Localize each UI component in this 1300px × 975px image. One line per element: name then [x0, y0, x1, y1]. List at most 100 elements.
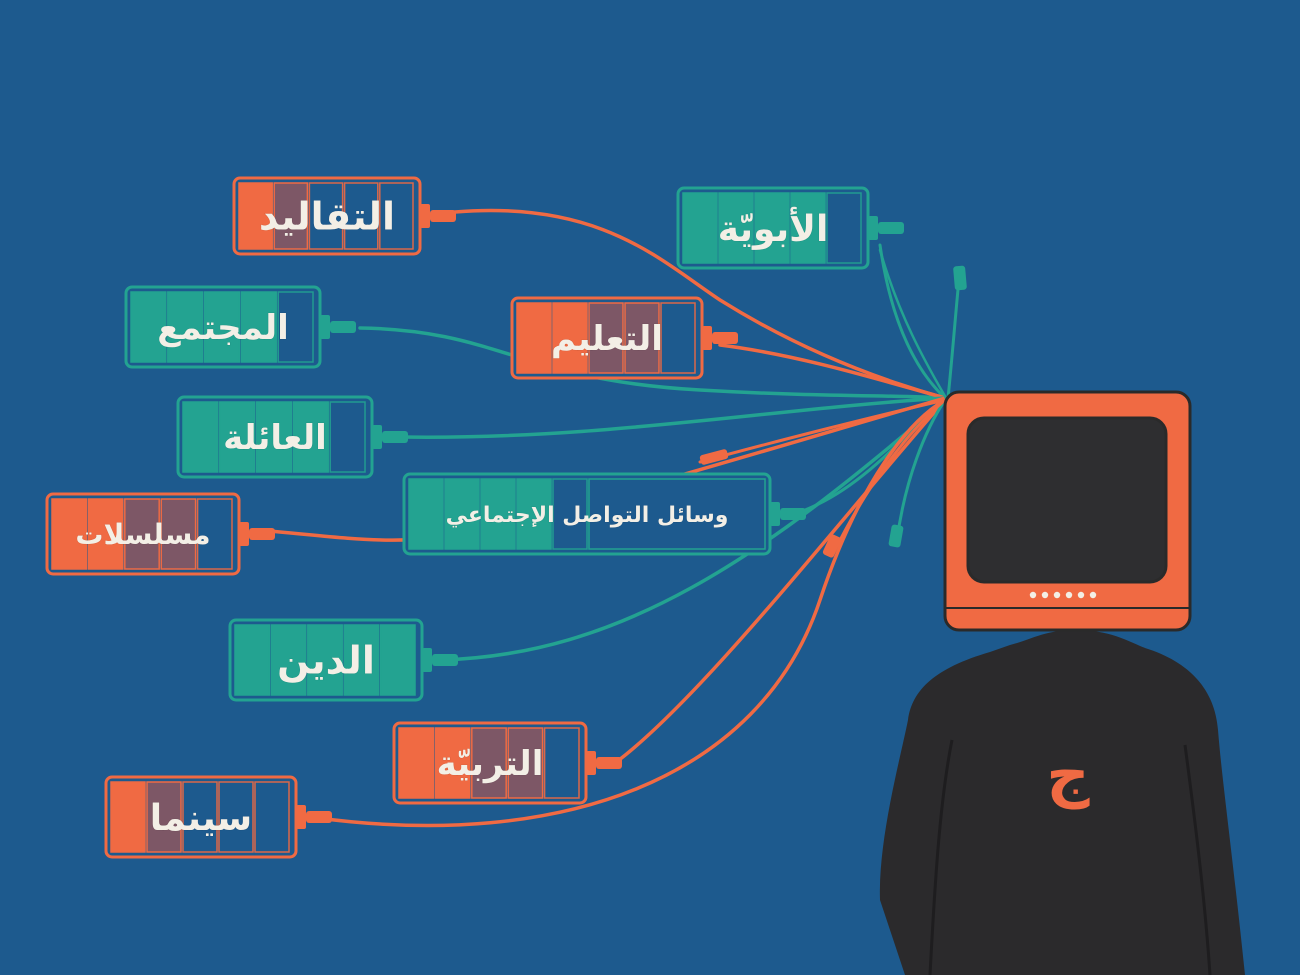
battery-cell: [167, 291, 204, 363]
battery-cell: [307, 624, 343, 696]
battery-terminal: [586, 751, 596, 775]
battery-cell: [480, 478, 516, 550]
battery-cell: [273, 182, 309, 250]
battery-cell: [218, 781, 254, 853]
battery-label: التعليم: [551, 319, 663, 359]
battery-society: المجتمع: [124, 285, 356, 369]
battery-terminal: [420, 204, 430, 228]
battery-label: وسائل التواصل الإجتماعي: [446, 503, 729, 528]
battery-cell: [588, 478, 766, 550]
battery-plug: [330, 321, 356, 333]
battery-cell: [51, 498, 88, 570]
battery-label: الدين: [277, 639, 375, 683]
battery-cell: [408, 478, 444, 550]
cable-family: [398, 396, 947, 439]
battery-cell: [270, 624, 307, 696]
battery-family: العائلة: [176, 395, 408, 479]
battery-label: التقاليد: [259, 195, 395, 239]
battery-cell: [379, 182, 414, 250]
battery-cell: [182, 401, 219, 473]
battery-cell: [110, 781, 146, 853]
battery-terminal: [868, 216, 878, 240]
cables: [253, 208, 962, 828]
battery-plug: [306, 811, 332, 823]
battery-cell: [219, 401, 256, 473]
battery-cell: [398, 727, 435, 799]
tv-buttons: [1029, 591, 1097, 599]
battery-cell: [203, 291, 241, 363]
battery-terminal: [320, 315, 330, 339]
battery-cell: [254, 781, 290, 853]
cable-upbringing: [613, 398, 947, 765]
battery-traditions: التقاليد: [232, 176, 456, 256]
battery-cell: [308, 182, 344, 250]
body-silhouette: [879, 630, 1245, 975]
battery-cell: [471, 727, 507, 799]
battery-cell: [379, 624, 416, 696]
battery-terminal: [372, 425, 382, 449]
battery-cell: [87, 498, 124, 570]
battery-cell: [790, 192, 826, 264]
battery-plug: [712, 332, 738, 344]
battery-cell: [238, 182, 273, 250]
battery-cinema: سينما: [104, 775, 332, 859]
battery-cell: [329, 401, 366, 473]
battery-label: الأبويّة: [718, 206, 829, 250]
battery-cell: [130, 291, 167, 363]
battery-upbringing: التربيّة: [392, 721, 622, 805]
plug-end-2: [699, 449, 729, 465]
plug-end-1: [953, 265, 967, 291]
tv-screen: [966, 416, 1168, 584]
battery-cell: [718, 192, 754, 264]
battery-plug: [430, 210, 456, 222]
battery-cell: [146, 781, 182, 853]
battery-cell: [624, 302, 660, 374]
cable-education: [718, 343, 947, 400]
battery-cell: [124, 498, 160, 570]
battery-plug: [382, 431, 408, 443]
battery-plug: [780, 508, 806, 520]
cable-cinema: [316, 398, 947, 828]
battery-cell: [682, 192, 718, 264]
battery-cell: [660, 302, 696, 374]
battery-cell: [234, 624, 271, 696]
battery-plug: [596, 757, 622, 769]
battery-patriarchy: الأبويّة: [676, 186, 904, 270]
battery-cell: [516, 478, 552, 550]
plug-end-4: [822, 534, 842, 558]
battery-cell: [543, 727, 580, 799]
battery-cell: [516, 302, 552, 374]
battery-cell: [434, 727, 471, 799]
battery-terminal: [702, 326, 712, 350]
battery-terminal: [239, 522, 249, 546]
battery-cell: [754, 192, 790, 264]
cable-stub-5: [878, 248, 948, 400]
chest-logo: ج: [1046, 740, 1090, 810]
battery-cell: [343, 182, 379, 250]
battery-label: مسلسلات: [75, 518, 210, 551]
battery-education: التعليم: [510, 296, 738, 380]
battery-terminal: [296, 805, 306, 829]
battery-label: المجتمع: [157, 308, 289, 348]
battery-cell: [826, 192, 862, 264]
arm-line-left: [928, 739, 954, 975]
cable-stub-3: [895, 398, 947, 542]
battery-terminal: [422, 648, 432, 672]
battery-cell: [552, 478, 588, 550]
battery-religion: الدين: [228, 618, 458, 702]
batteries: التقاليد الأبويّة المجتمع التعليم العائلة وسا…: [45, 176, 904, 859]
cable-stub-4: [833, 398, 947, 552]
plug-end-3: [888, 524, 904, 548]
battery-plug: [432, 654, 458, 666]
cable-society: [358, 326, 947, 400]
battery-cell: [160, 498, 197, 570]
battery-plug: [249, 528, 275, 540]
battery-label: العائلة: [223, 418, 327, 458]
arm-line-right: [1183, 744, 1212, 975]
battery-cell: [277, 291, 314, 363]
battery-cell: [588, 302, 624, 374]
battery-plug: [878, 222, 904, 234]
battery-social-media: وسائل التواصل الإجتماعي: [402, 472, 806, 556]
battery-cell: [552, 302, 588, 374]
